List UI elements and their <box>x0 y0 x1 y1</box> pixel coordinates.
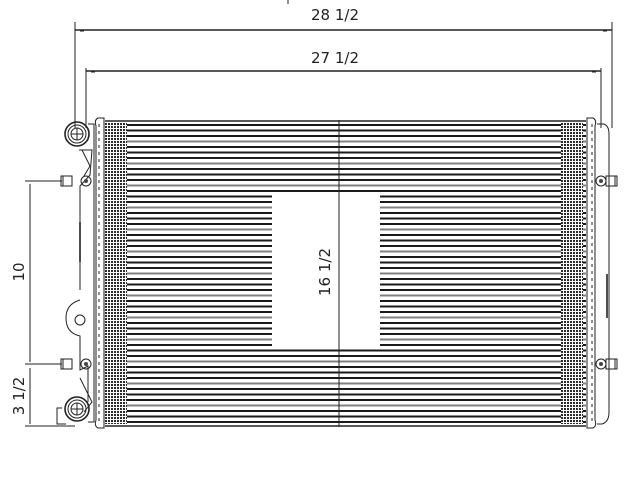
lower-mount-offset-dimension: 3 1/2 <box>10 368 75 427</box>
mount-spacing-dimension: 10 <box>10 180 62 365</box>
left-tank <box>65 117 105 429</box>
fin-block-left <box>105 122 127 424</box>
overall-width-dimension: 28 1/2 <box>74 0 613 128</box>
core-width-dimension: 27 1/2 <box>85 49 602 128</box>
mount-pin-upper-right <box>595 175 618 187</box>
lower-hose-neck <box>56 396 90 425</box>
core-width-label: 27 1/2 <box>311 49 359 67</box>
core-height-label: 16 1/2 <box>316 248 334 296</box>
overall-width-label: 28 1/2 <box>311 6 359 24</box>
fin-block-right <box>561 122 583 424</box>
upper-hose-neck <box>64 121 90 147</box>
right-tank <box>586 117 610 429</box>
mount-pin-upper-left <box>60 175 92 187</box>
core-height-dimension: 16 1/2 <box>316 120 340 427</box>
left-bracket-hole <box>74 314 86 326</box>
mount-spacing-label: 10 <box>10 262 28 281</box>
mount-pin-lower-right <box>595 358 618 370</box>
radiator-core <box>105 120 587 427</box>
mount-pin-lower-left <box>60 358 92 370</box>
lower-mount-offset-label: 3 1/2 <box>10 377 28 415</box>
label-window <box>272 193 380 348</box>
